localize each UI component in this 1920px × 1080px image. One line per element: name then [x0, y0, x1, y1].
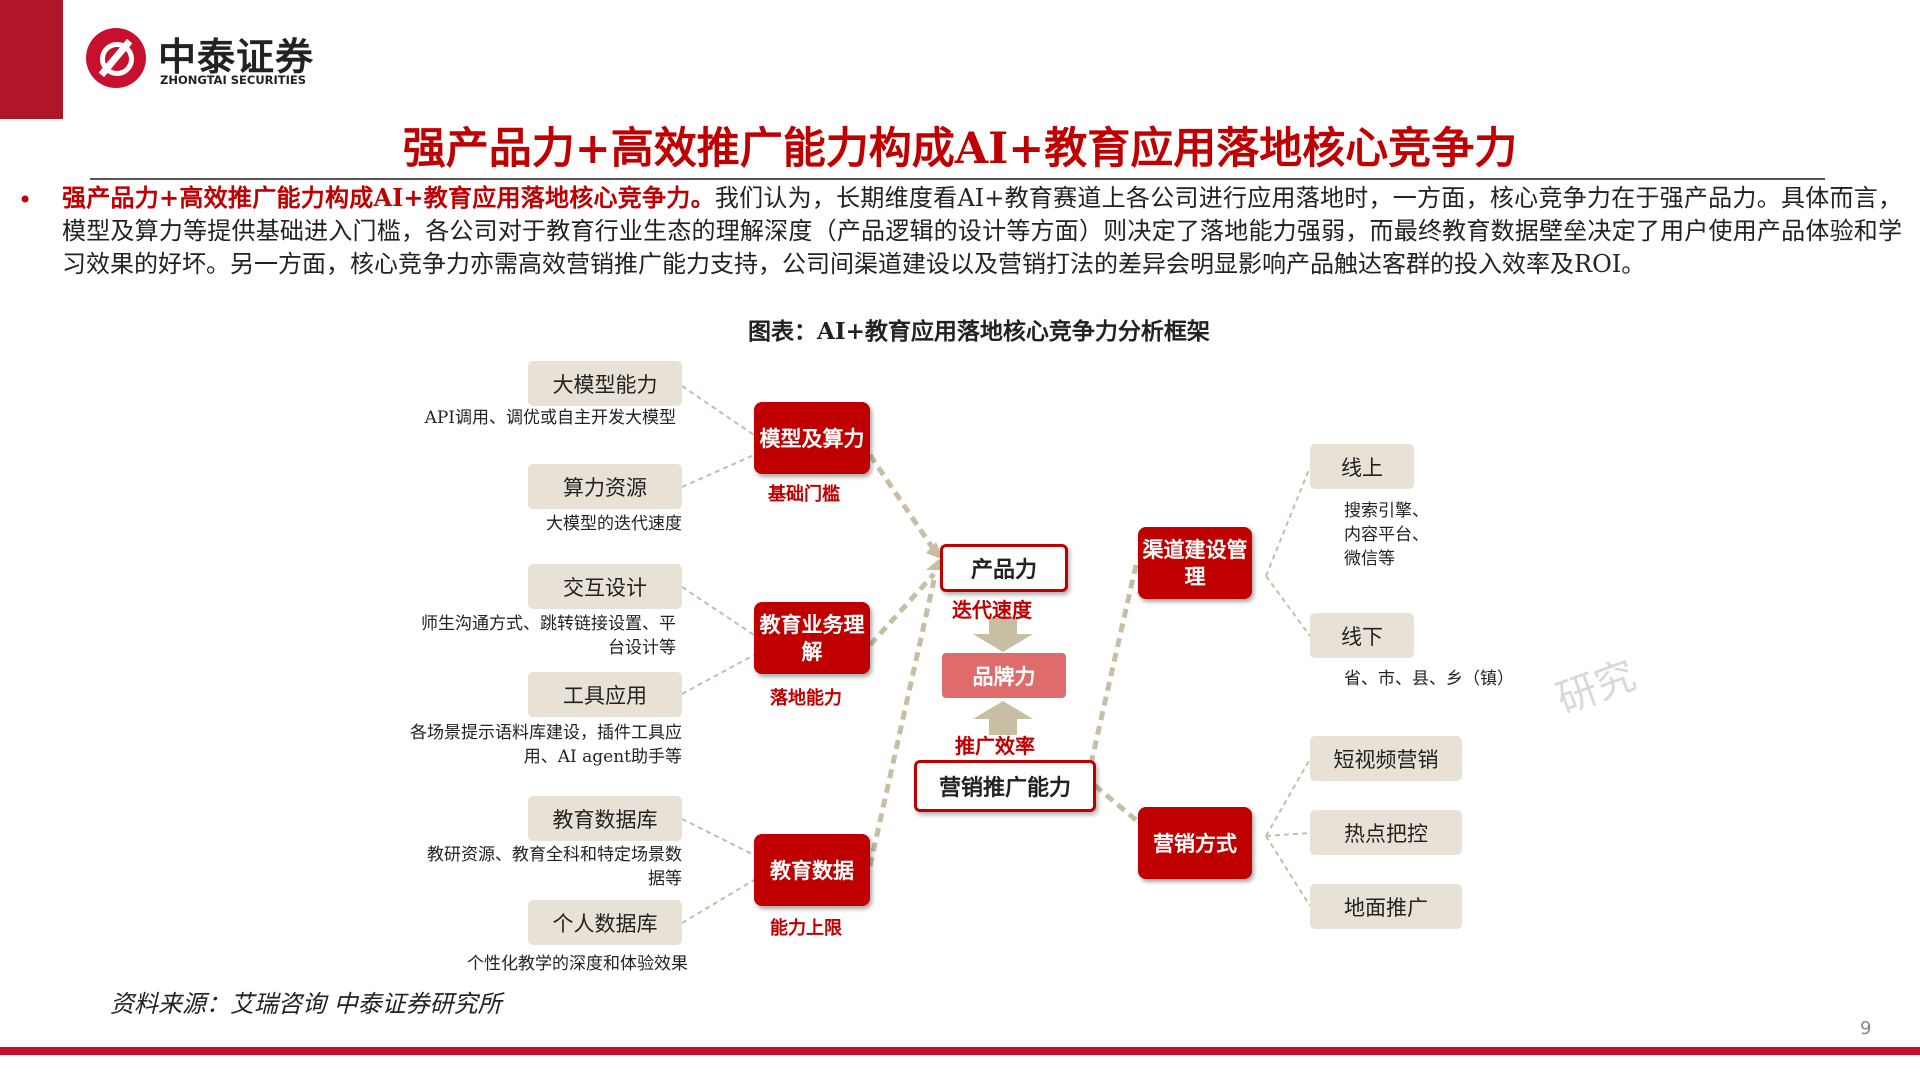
- box-brand-power: 品牌力: [942, 653, 1066, 698]
- label-basic-threshold: 基础门槛: [768, 484, 840, 505]
- pill-edu-database: 教育数据库: [528, 796, 682, 841]
- source-note: 资料来源：艾瑞咨询 中泰证券研究所: [110, 990, 502, 1018]
- page-number: 9: [1860, 1018, 1872, 1039]
- box-model-compute: 模型及算力: [754, 402, 870, 474]
- pill-ground-promotion: 地面推广: [1310, 884, 1462, 929]
- pill-large-model: 大模型能力: [528, 361, 682, 406]
- body-text: 我们认为，长期维度看AI+教育赛道上各公司进行应用落地时，一方面，核心竞争力在于…: [62, 184, 1902, 278]
- label-promotion-efficiency: 推广效率: [955, 734, 1035, 758]
- box-channel-management: 渠道建设管理: [1138, 527, 1252, 599]
- logo-text-en: ZHONGTAI SECURITIES: [160, 73, 307, 87]
- box-marketing-power: 营销推广能力: [914, 760, 1096, 812]
- label-ability-ceiling: 能力上限: [770, 918, 842, 939]
- pill-compute: 算力资源: [528, 464, 682, 509]
- box-edu-data: 教育数据: [754, 834, 870, 906]
- desc-interaction: 师生沟通方式、跳转链接设置、平台设计等: [421, 614, 676, 658]
- figure-caption: 图表：AI+教育应用落地核心竞争力分析框架: [748, 318, 1210, 345]
- pill-offline: 线下: [1310, 613, 1414, 658]
- desc-personal-database: 个性化教学的深度和体验效果: [467, 954, 688, 974]
- desc-large-model: API调用、调优或自主开发大模型: [424, 408, 676, 428]
- title-divider: [90, 178, 1825, 180]
- footer-bar: [0, 1047, 1920, 1055]
- header-side-bar: [0, 0, 63, 119]
- pill-short-video: 短视频营销: [1310, 736, 1462, 781]
- desc-edu-database: 教研资源、教育全科和特定场景数据等: [427, 845, 682, 889]
- logo-text-cn: 中泰证券: [158, 35, 315, 79]
- pill-hot-topic: 热点把控: [1310, 810, 1462, 855]
- pill-tools: 工具应用: [528, 672, 682, 717]
- desc-online: 搜索引擎、内容平台、微信等: [1344, 501, 1429, 569]
- body-paragraph: 强产品力+高效推广能力构成AI+教育应用落地核心竞争力。我们认为，长期维度看AI…: [62, 181, 1902, 281]
- label-iteration-speed: 迭代速度: [952, 598, 1032, 622]
- zhongtai-logo-icon: [86, 28, 146, 88]
- box-marketing-method: 营销方式: [1138, 807, 1252, 879]
- pill-online: 线上: [1310, 444, 1414, 489]
- bullet-icon: •: [18, 186, 33, 214]
- desc-tools: 各场景提示语料库建设，插件工具应用、AI agent助手等: [410, 723, 682, 767]
- pill-interaction: 交互设计: [528, 564, 682, 609]
- pill-personal-database: 个人数据库: [528, 900, 682, 945]
- body-lead: 强产品力+高效推广能力构成AI+教育应用落地核心竞争力。: [62, 183, 715, 212]
- desc-offline: 省、市、县、乡（镇）: [1344, 669, 1514, 689]
- desc-compute: 大模型的迭代速度: [546, 514, 682, 534]
- label-landing-ability: 落地能力: [770, 688, 842, 709]
- box-product-power: 产品力: [940, 544, 1068, 592]
- box-edu-understanding: 教育业务理解: [754, 602, 870, 674]
- page-title: 强产品力+高效推广能力构成AI+教育应用落地核心竞争力: [402, 124, 1518, 174]
